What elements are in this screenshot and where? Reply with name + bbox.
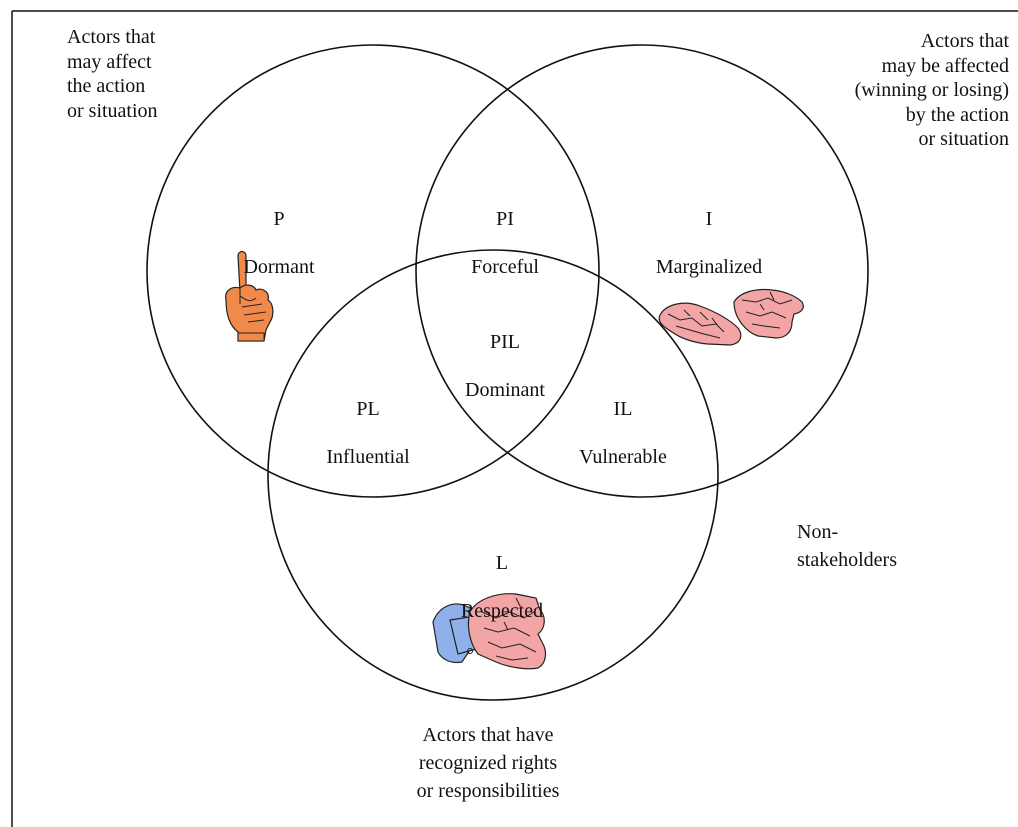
region-p-code: P bbox=[273, 208, 285, 230]
region-pi-label: PI Forceful bbox=[471, 183, 539, 303]
region-p-label: P Dormant bbox=[243, 183, 314, 303]
region-p-name: Dormant bbox=[243, 256, 315, 278]
region-pi-code: PI bbox=[496, 208, 514, 230]
region-l-name: Respected bbox=[460, 600, 544, 622]
region-l-code: L bbox=[495, 552, 509, 574]
power-circle bbox=[146, 44, 600, 498]
region-pi-name: Forceful bbox=[471, 256, 539, 278]
interest-circle bbox=[415, 44, 869, 498]
region-il-label: IL Vulnerable bbox=[579, 373, 667, 493]
region-pil-name: Dominant bbox=[465, 379, 545, 401]
raised-finger-hand-icon bbox=[225, 250, 274, 342]
non-stakeholders-annotation: Non- stakeholders bbox=[797, 521, 897, 571]
legitimacy-circle bbox=[267, 249, 719, 701]
region-il-code: IL bbox=[613, 398, 633, 420]
interest-circle-annotation: Actors that may be affected (winning or … bbox=[854, 30, 1009, 150]
open-palms-icon bbox=[658, 288, 804, 346]
region-l-label: L Respected bbox=[461, 527, 543, 647]
region-pl-name: Influential bbox=[326, 446, 410, 468]
region-i-code: I bbox=[705, 208, 713, 230]
region-il-name: Vulnerable bbox=[579, 446, 667, 468]
power-circle-annotation: Actors that may affect the action or sit… bbox=[67, 26, 158, 122]
handshake-icon bbox=[432, 593, 547, 670]
region-i-label: I Marginalized bbox=[656, 183, 762, 303]
region-i-name: Marginalized bbox=[655, 256, 763, 278]
legitimacy-circle-annotation: Actors that have recognized rights or re… bbox=[416, 724, 560, 802]
region-pl-code: PL bbox=[356, 398, 380, 420]
region-pil-code: PIL bbox=[490, 331, 520, 353]
region-pl-label: PL Influential bbox=[326, 373, 409, 493]
region-pil-label: PIL Dominant bbox=[465, 306, 545, 426]
